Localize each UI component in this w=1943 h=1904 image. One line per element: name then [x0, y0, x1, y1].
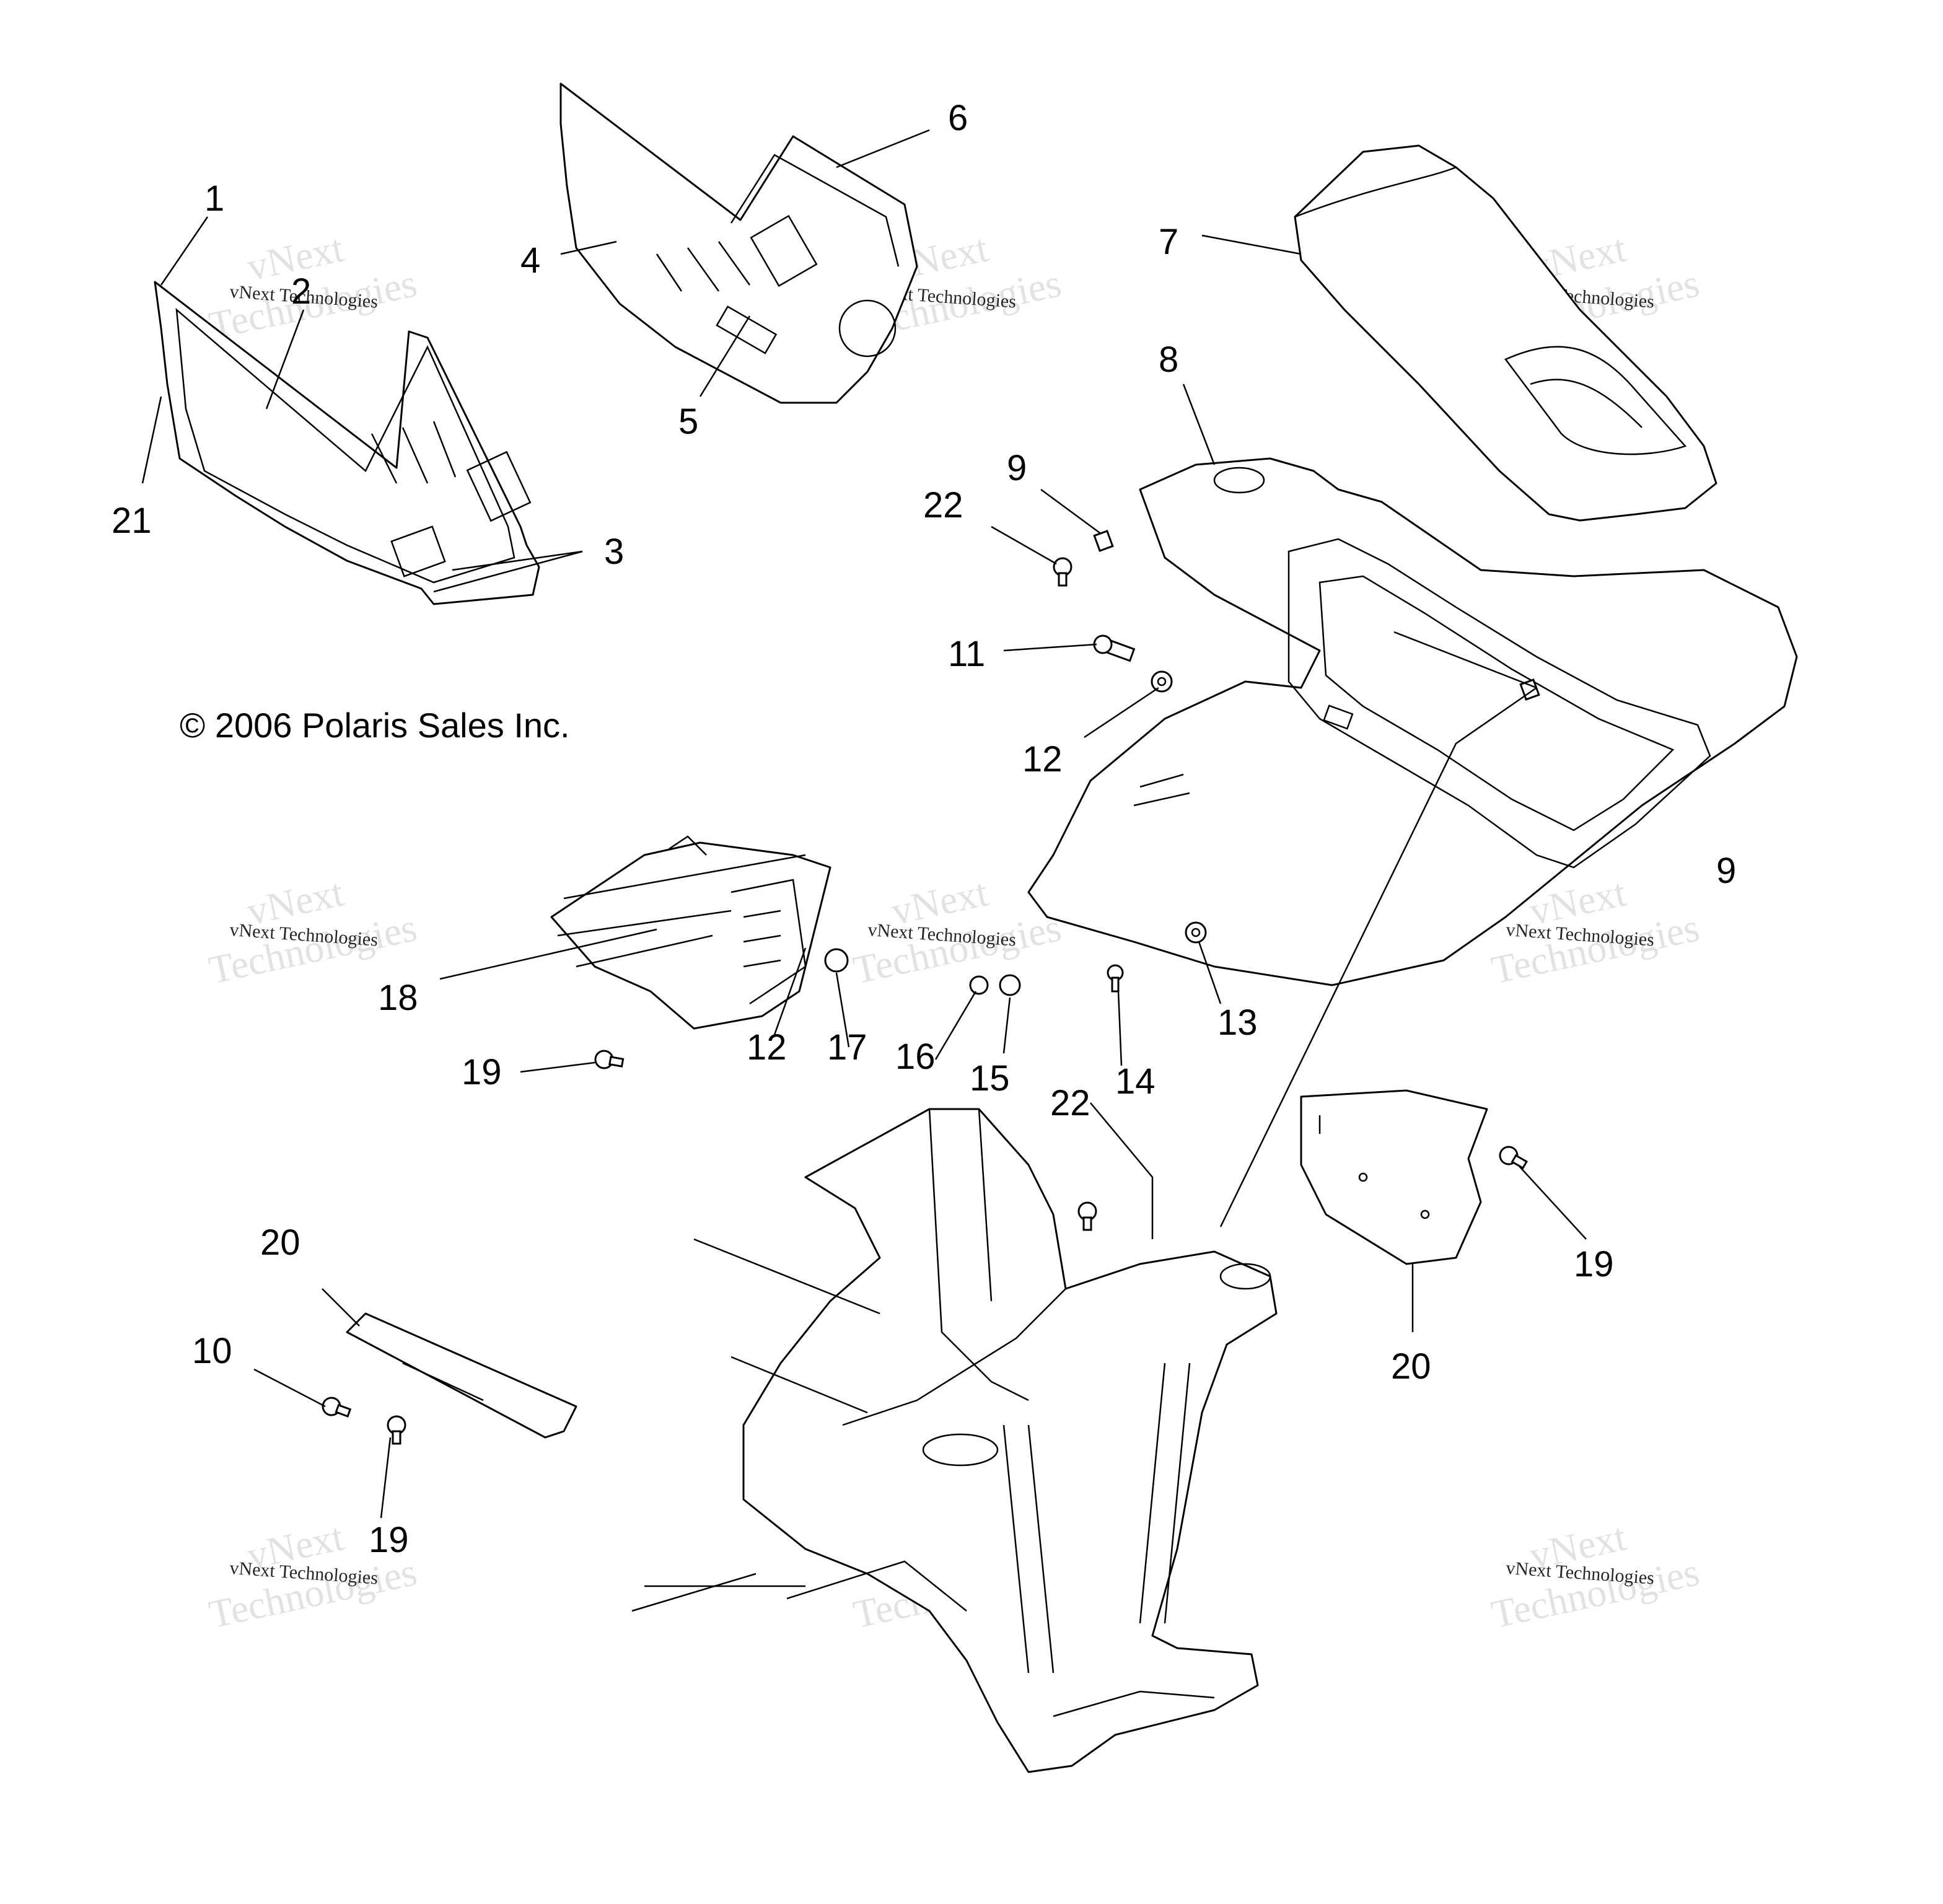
washer	[1151, 670, 1173, 693]
push-rivet	[1053, 557, 1072, 587]
push-rivet	[594, 1050, 625, 1069]
callouts: 1 2 3 4 5 6 7 8 9 9 10 11 12 12 13 14 15…	[112, 98, 1736, 1560]
callout-7: 7	[1159, 222, 1178, 262]
splash-panel-right	[1300, 1089, 1488, 1265]
callout-12: 12	[1022, 739, 1063, 779]
callout-22: 22	[923, 485, 963, 525]
callout-4: 4	[520, 240, 540, 281]
push-rivet	[1077, 1201, 1097, 1231]
copyright-notice: © 2006 Polaris Sales Inc.	[180, 706, 570, 745]
callout-14: 14	[1115, 1061, 1156, 1102]
seat-cover	[1294, 144, 1717, 522]
callout-15: 15	[970, 1058, 1010, 1099]
bolt	[1093, 634, 1136, 662]
callout-19: 19	[1574, 1244, 1614, 1284]
callout-9: 9	[1007, 448, 1027, 488]
callout-6: 6	[948, 98, 968, 138]
front-fender	[1027, 457, 1798, 986]
callout-10: 10	[192, 1331, 232, 1371]
nut	[999, 974, 1021, 996]
callout-2: 2	[291, 271, 311, 312]
callout-9: 9	[1716, 851, 1736, 891]
leader-lines	[141, 129, 1587, 1519]
footwell-panel-right	[559, 82, 918, 404]
washer	[969, 975, 989, 995]
hardware	[322, 530, 1540, 1445]
callout-19: 19	[369, 1520, 409, 1560]
callout-1: 1	[204, 178, 224, 219]
callout-5: 5	[678, 401, 698, 442]
callout-22: 22	[1050, 1083, 1090, 1123]
footwell-panel-left	[154, 281, 540, 605]
skid-plate-left	[346, 1312, 577, 1439]
callout-11: 11	[948, 634, 985, 674]
frame	[631, 1108, 1278, 1773]
callout-8: 8	[1159, 340, 1178, 380]
callout-21: 21	[112, 501, 152, 541]
callout-3: 3	[604, 532, 624, 572]
callout-18: 18	[378, 978, 418, 1018]
callout-20: 20	[260, 1222, 300, 1263]
callout-20: 20	[1391, 1346, 1431, 1387]
push-rivet	[387, 1415, 406, 1445]
callout-13: 13	[1217, 1002, 1258, 1043]
clip-nut	[1093, 530, 1114, 552]
push-rivet	[322, 1397, 352, 1418]
nut	[824, 948, 849, 973]
callout-17: 17	[827, 1027, 867, 1068]
callout-19: 19	[462, 1052, 502, 1092]
screw	[1107, 964, 1124, 993]
washer	[1185, 921, 1207, 944]
callout-12: 12	[747, 1027, 787, 1068]
callout-16: 16	[895, 1037, 936, 1077]
push-rivet	[1499, 1146, 1529, 1170]
front-rack	[550, 835, 831, 1030]
